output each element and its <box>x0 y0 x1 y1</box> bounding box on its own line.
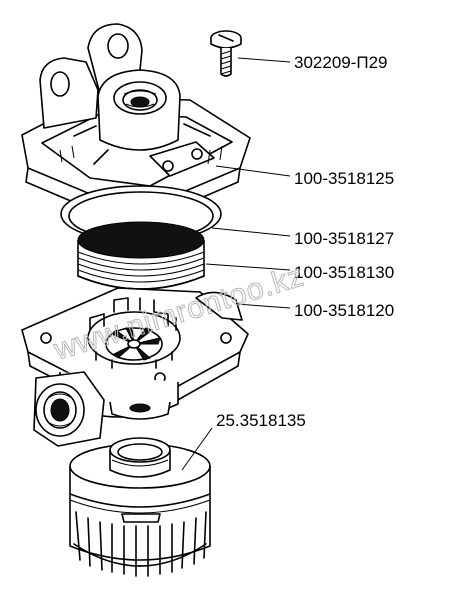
label-filter-cap: 25.3518135 <box>216 411 306 430</box>
label-valve-body: 100-3518120 <box>294 301 394 320</box>
diaphragm <box>77 221 205 290</box>
leader-lines <box>181 57 291 471</box>
label-cover: 100-3518125 <box>294 169 394 188</box>
label-seal-ring: 100-3518127 <box>294 229 394 248</box>
screw <box>210 30 242 77</box>
label-diaphragm: 100-3518130 <box>294 263 394 282</box>
valve-body <box>21 287 249 447</box>
cover <box>21 23 251 221</box>
label-screw: 302209-П29 <box>294 53 388 72</box>
filter-cap <box>69 437 211 577</box>
